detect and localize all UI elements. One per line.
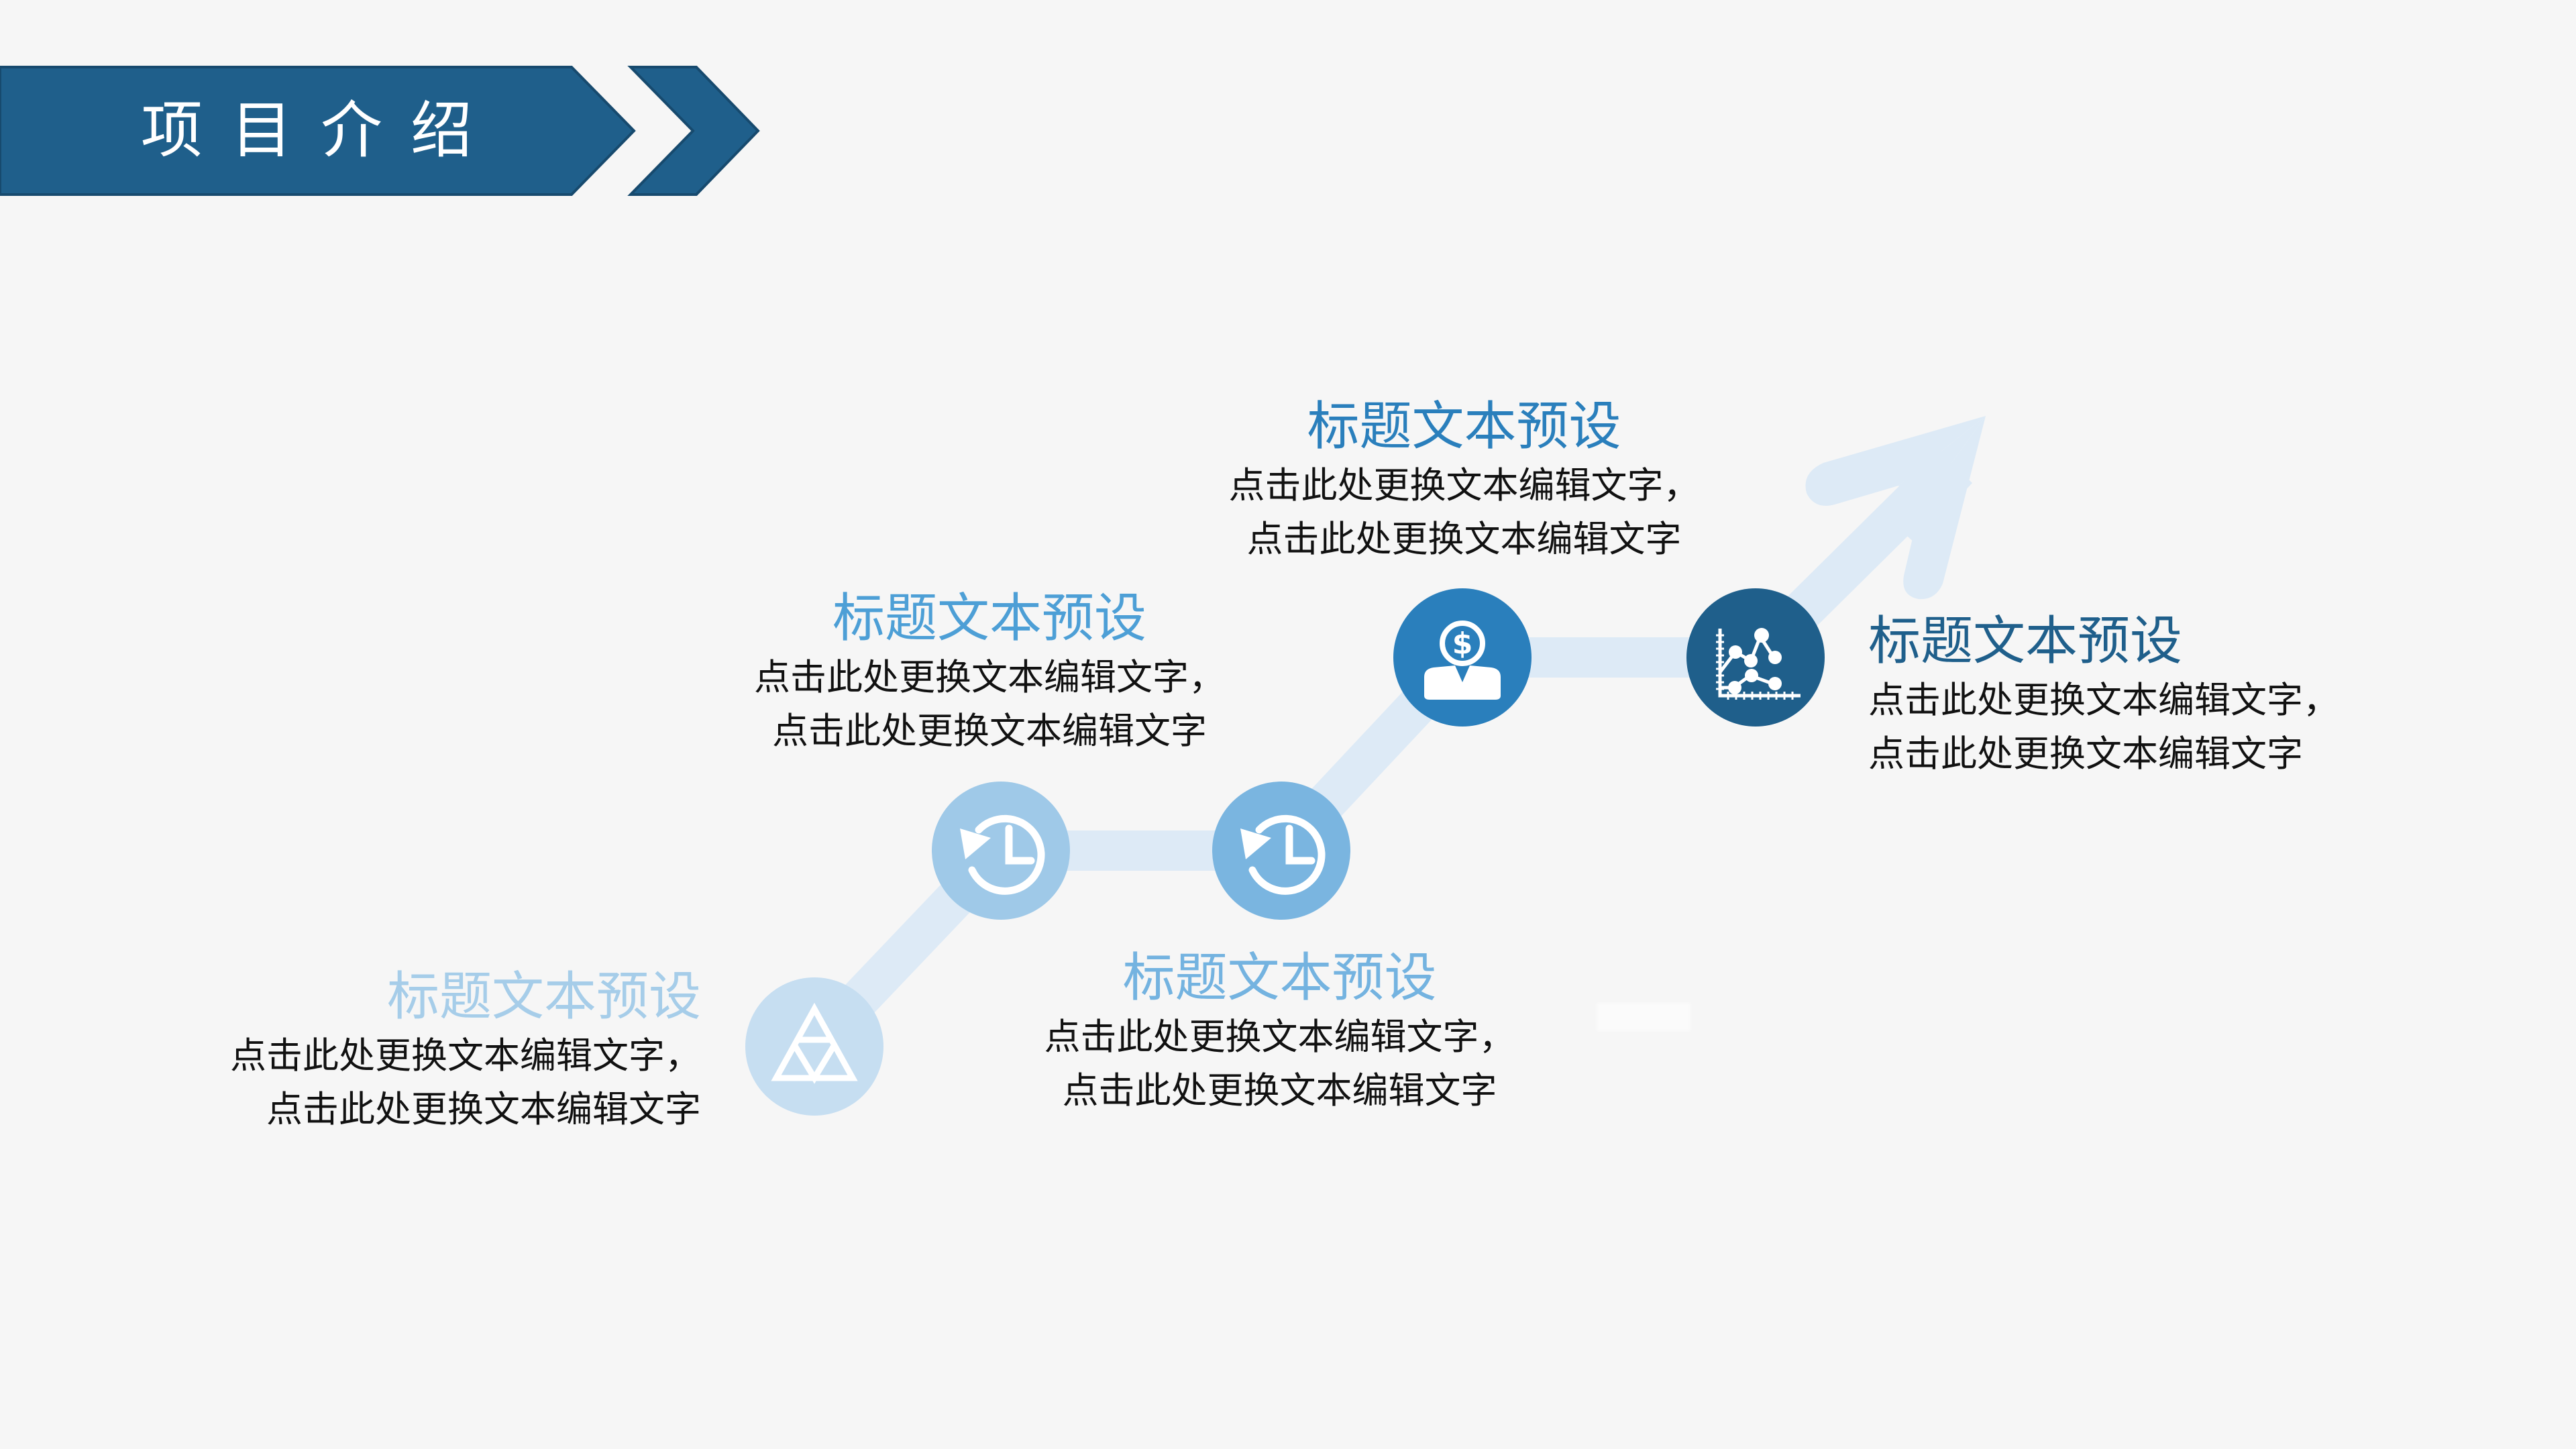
step-2-body-line-2: 点击此处更换文本编辑文字: [772, 710, 1207, 752]
header-banner: [0, 66, 760, 196]
dollar-businessman-icon: $: [1424, 621, 1501, 700]
step-5-node: [1686, 588, 1825, 727]
step-1-text: 标题文本预设 点击此处更换文本编辑文字， 点击此处更换文本编辑文字: [201, 965, 701, 1136]
step-1-heading: 标题文本预设: [386, 967, 701, 1027]
step-5-body-line-2: 点击此处更换文本编辑文字: [1868, 733, 2303, 775]
step-5-text: 标题文本预设 点击此处更换文本编辑文字， 点击此处更换文本编辑文字: [1868, 609, 2368, 781]
svg-text:$: $: [1452, 627, 1473, 661]
step-3-text: 标题文本预设 点击此处更换文本编辑文字， 点击此处更换文本编辑文字: [1030, 946, 1529, 1118]
history-clock-icon: [960, 814, 1045, 895]
step-3-heading: 标题文本预设: [1122, 948, 1437, 1008]
step-2-text: 标题文本预设 点击此处更换文本编辑文字， 点击此处更换文本编辑文字: [745, 586, 1234, 758]
step-5-body-line-1: 点击此处更换文本编辑文字，: [1868, 679, 2339, 721]
history-clock-icon: [1240, 814, 1326, 895]
step-3-body-line-1: 点击此处更换文本编辑文字，: [1044, 1016, 1515, 1058]
page-title: 项目介绍: [141, 95, 501, 166]
step-4-body-line-1: 点击此处更换文本编辑文字，: [1228, 464, 1700, 506]
faint-text-artifact: [1597, 1003, 1690, 1031]
step-4-node: $: [1393, 588, 1532, 727]
step-1-body-line-1: 点击此处更换文本编辑文字，: [230, 1034, 701, 1077]
step-5-heading: 标题文本预设: [1868, 611, 2183, 672]
step-4-heading: 标题文本预设: [1307, 396, 1621, 457]
step-4-body-line-2: 点击此处更换文本编辑文字: [1246, 518, 1682, 560]
chevron-right-icon: [627, 66, 760, 196]
step-2-body-line-1: 点击此处更换文本编辑文字，: [754, 656, 1225, 698]
step-4-text: 标题文本预设 点击此处更换文本编辑文字， 点击此处更换文本编辑文字: [1214, 394, 1714, 566]
pyramid-icon: [771, 1002, 858, 1084]
step-1-body-line-2: 点击此处更换文本编辑文字: [266, 1088, 701, 1130]
step-3-body-line-2: 点击此处更换文本编辑文字: [1062, 1069, 1497, 1112]
step-1-node: [745, 977, 883, 1116]
step-2-node: [932, 782, 1070, 920]
step-2-heading: 标题文本预设: [832, 588, 1146, 649]
line-chart-icon: [1716, 628, 1801, 700]
step-3-node: [1212, 782, 1350, 920]
